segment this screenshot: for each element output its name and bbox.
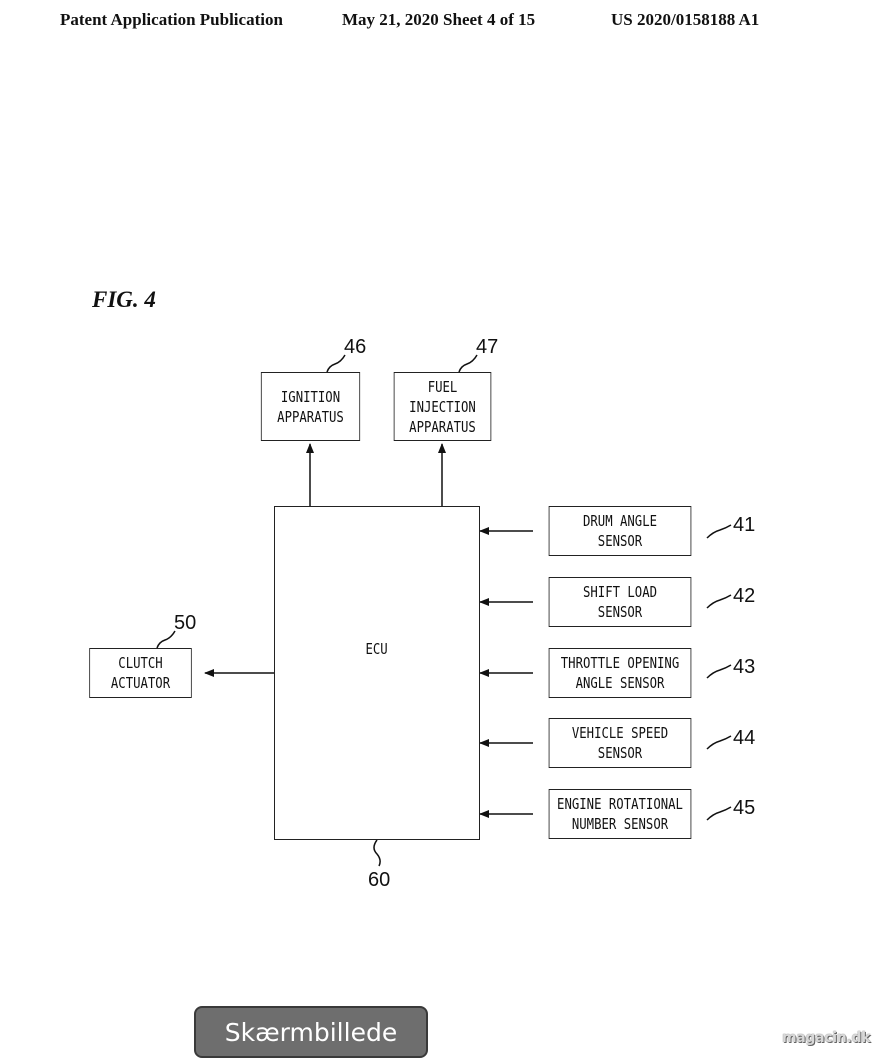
sensor-label-42: SHIFT LOAD SENSOR xyxy=(582,583,658,621)
ref-41: 41 xyxy=(733,514,756,536)
fuel-injection-apparatus-label: FUEL INJECTION APPARATUS xyxy=(409,377,476,436)
leader-45 xyxy=(706,806,732,821)
publication-label: Patent Application Publication xyxy=(60,10,283,29)
sensor-label-41: DRUM ANGLE SENSOR xyxy=(582,512,658,550)
leader-50 xyxy=(156,630,176,649)
ignition-apparatus-label: IGNITION APPARATUS xyxy=(277,387,344,426)
ref-43: 43 xyxy=(733,656,756,678)
figure-title: FIG. 4 xyxy=(92,287,156,312)
ref-47: 47 xyxy=(476,336,499,358)
fuel-injection-apparatus-box: FUEL INJECTION APPARATUS xyxy=(393,372,492,441)
ref-44: 44 xyxy=(733,727,756,749)
leader-44 xyxy=(706,735,732,750)
ignition-apparatus-box: IGNITION APPARATUS xyxy=(260,372,361,441)
clutch-actuator-box: CLUTCH ACTUATOR xyxy=(89,648,192,698)
clutch-actuator-label: CLUTCH ACTUATOR xyxy=(110,654,171,692)
sensor-box-45: ENGINE ROTATIONAL NUMBER SENSOR xyxy=(548,789,692,839)
ref-60: 60 xyxy=(368,869,391,891)
patent-number: US 2020/0158188 A1 xyxy=(611,10,760,29)
sensor-label-45: ENGINE ROTATIONAL NUMBER SENSOR xyxy=(557,795,683,833)
ref-45: 45 xyxy=(733,797,756,819)
date-sheet-label: May 21, 2020 Sheet 4 of 15 xyxy=(342,10,536,29)
watermark-logo: magacin.dk xyxy=(782,1030,871,1046)
screenshot-button[interactable]: Skærmbillede xyxy=(194,1006,428,1058)
ecu-box: ECU xyxy=(274,506,480,840)
leader-46 xyxy=(326,354,346,373)
leader-42 xyxy=(706,594,732,609)
sensor-box-43: THROTTLE OPENING ANGLE SENSOR xyxy=(548,648,692,698)
sensor-label-44: VEHICLE SPEED SENSOR xyxy=(571,724,669,762)
leader-41 xyxy=(706,524,732,539)
ecu-label: ECU xyxy=(365,640,389,658)
sensor-box-42: SHIFT LOAD SENSOR xyxy=(548,577,692,627)
leader-60 xyxy=(373,839,381,867)
ref-46: 46 xyxy=(344,336,367,358)
leader-43 xyxy=(706,664,732,679)
sensor-box-44: VEHICLE SPEED SENSOR xyxy=(548,718,692,768)
leader-47 xyxy=(458,354,478,373)
sensor-box-41: DRUM ANGLE SENSOR xyxy=(548,506,692,556)
ref-50: 50 xyxy=(174,612,197,634)
sensor-label-43: THROTTLE OPENING ANGLE SENSOR xyxy=(560,654,680,692)
ref-42: 42 xyxy=(733,585,756,607)
